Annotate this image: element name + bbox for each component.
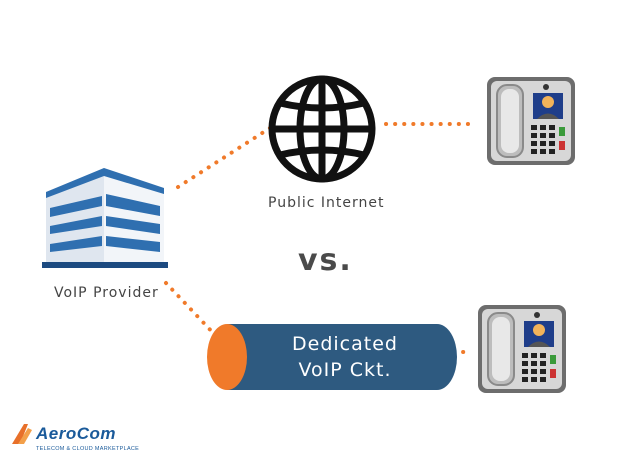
voip-provider-label: VoIP Provider xyxy=(54,285,159,301)
globe-icon xyxy=(268,75,376,183)
pipe-label-line2: VoIP Ckt. xyxy=(298,359,392,381)
pipe-label-line1: Dedicated xyxy=(292,333,398,355)
public-internet-label: Public Internet xyxy=(268,195,385,211)
line-provider-to-pipe xyxy=(164,281,218,338)
phone-icon-top xyxy=(487,77,575,165)
logo-tagline: TELECOM & CLOUD MARKETPLACE xyxy=(36,446,140,452)
vs-label: vs. xyxy=(298,243,353,278)
line-provider-to-internet xyxy=(176,126,272,189)
phone-icon-bottom xyxy=(478,305,566,393)
building-icon xyxy=(42,168,168,268)
logo-name: AeroCom xyxy=(36,424,117,443)
dedicated-circuit-pipe xyxy=(207,324,457,390)
aerocom-logo-mark xyxy=(12,424,32,444)
pipe-label: Dedicated VoIP Ckt. xyxy=(255,331,435,383)
